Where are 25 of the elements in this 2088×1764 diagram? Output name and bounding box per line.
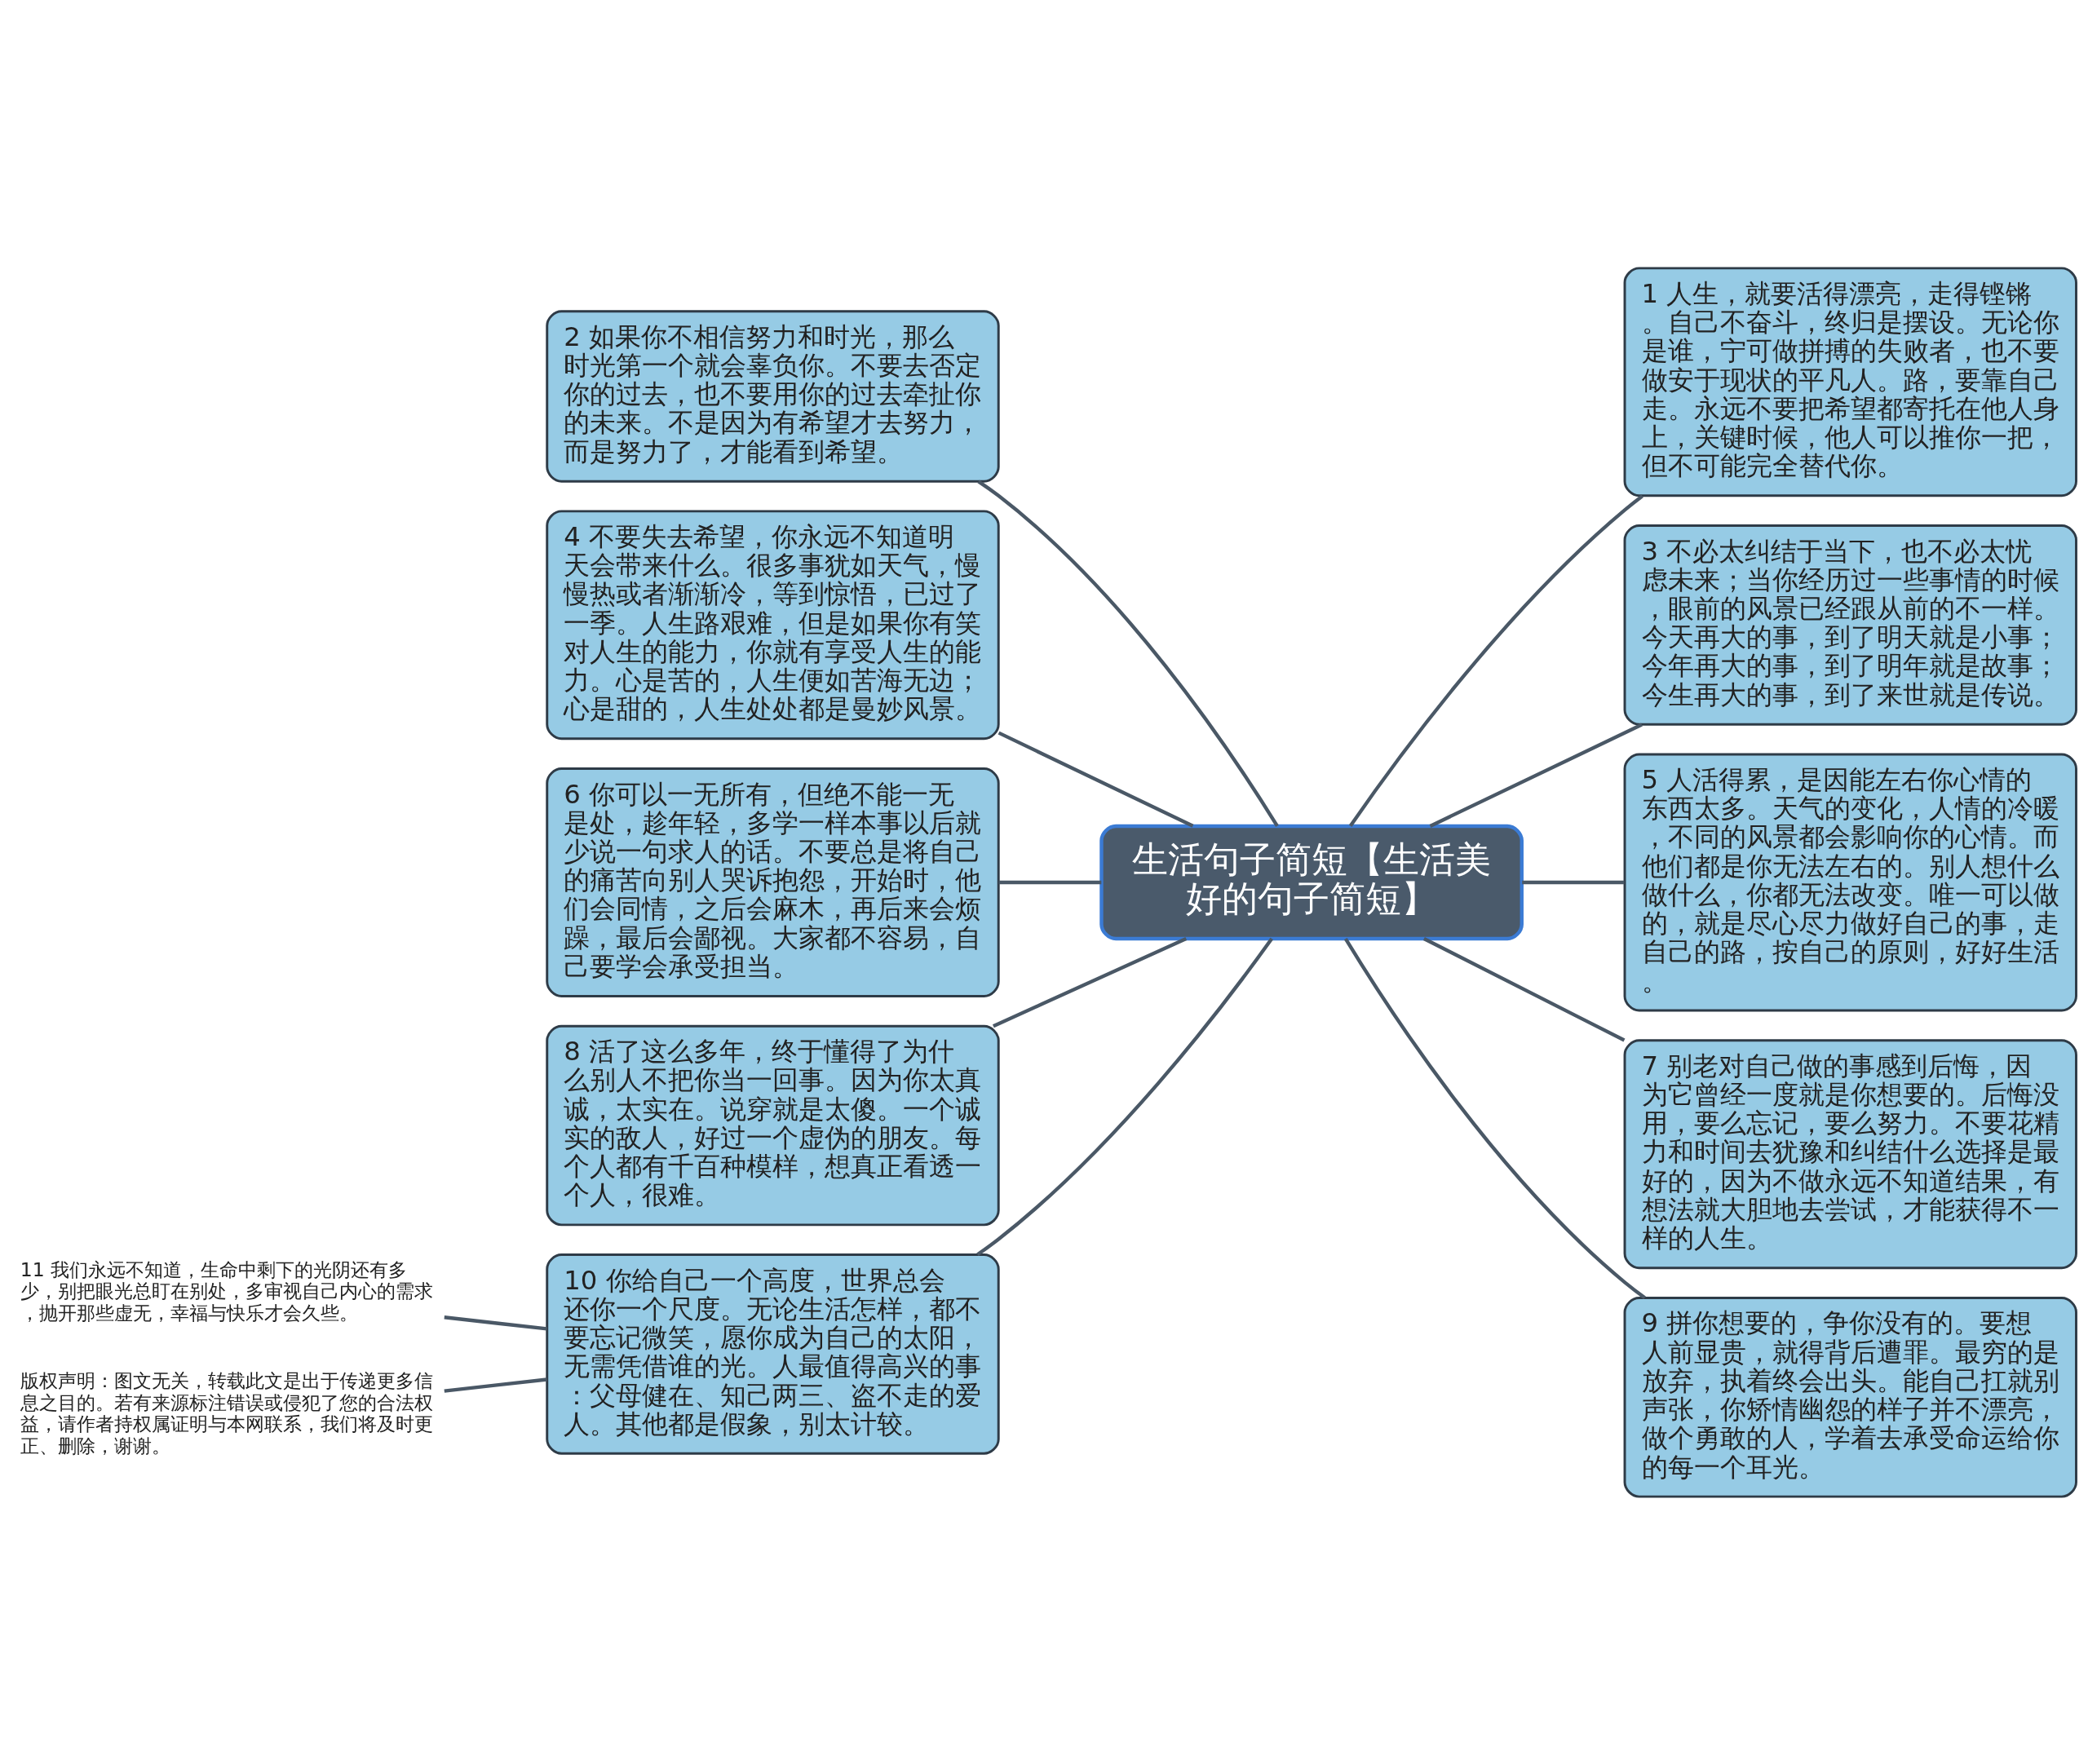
connector	[998, 880, 1102, 884]
node-box: 2 如果你不相信努力和时光，那么时光第一个就会辜负你。不要去否定你的过去，也不要用你的过去牵扯你的未来。不是因为有希望才去努力，而是努力了，才能看到希望。	[546, 309, 1000, 483]
connector	[444, 1315, 547, 1331]
node-box: 10 你给自己一个高度，世界总会还你一个尺度。无论生活怎样，都不要忘记微笑，愿你成为自己的太阳，无需凭借谁的光。人最值得高兴的事：父母健在、知己两三、盗不走的爱人。其他都是假象，别太计较。	[546, 1253, 1000, 1455]
connector	[998, 731, 1194, 828]
node-box: 1 人生，就要活得漂亮，走得铿锵。自己不奋斗，终归是摆设。无论你是谁，宁可做拼搏的失败者，也不要做安于现状的平凡人。路，要靠自己走。永远不要把希望都寄托在他人身上，关键时候，他人可以推你一把，但不可能完全替代你。	[1623, 266, 2077, 497]
node-text: 11 我们永远不知道，生命中剩下的光阴还有多少，别把眼光总盯在别处，多审视自己内心的需求，抛开那些虚无，幸福与快乐才会久些。	[20, 1258, 433, 1324]
connector	[1422, 936, 1626, 1041]
connector	[1522, 880, 1625, 884]
node-box: 7 别老对自己做的事感到后悔，因为它曾经一度就是你想要的。后悔没用，要么忘记，要么努力。不要花精力和时间去犹豫和纠结什么选择是最好的，因为不做永远不知道结果，有想法就大胆地去尝试，才能获得不一样的人生。	[1623, 1038, 2077, 1269]
connector	[992, 936, 1188, 1028]
connector	[976, 937, 1273, 1256]
connector	[444, 1377, 547, 1393]
connector	[1343, 937, 1646, 1299]
node-text: 版权声明：图文无关，转载此文是出于传递更多信息之目的。若有来源标注错误或侵犯了您的合法权益，请作者持权属证明与本网联系，我们将及时更正、删除，谢谢。	[20, 1368, 433, 1457]
node-box: 5 人活得累，是因能左右你心情的东西太多。天气的变化，人情的冷暖，不同的风景都会影响你的心情。而他们都是你无法左右的。别人想什么做什么，你都无法改变。唯一可以做的，就是尽心尽力做好自己的事，走自己的路，按自己的原则，好好生活。	[1623, 752, 2077, 1012]
node-box: 生活句子简短【生活美好的句子简短】	[1099, 824, 1524, 940]
connector	[1429, 722, 1643, 828]
node-box: 8 活了这么多年，终于懂得了为什么别人不把你当一回事。因为你太真诚，太实在。说穿就是太傻。一个诚实的敌人，好过一个虚伪的朋友。每个人都有千百种模样，想真正看透一个人，很难。	[546, 1024, 1000, 1226]
node-box: 4 不要失去希望，你永远不知道明天会带来什么。很多事犹如天气，慢慢热或者渐渐冷，等到惊悟，已过了一季。人生路艰难，但是如果你有笑对人生的能力，你就有享受人生的能力。心是苦的，人生便如苦海无边；心是甜的，人生处处都是曼妙风景。	[546, 509, 1000, 740]
node-box: 9 拼你想要的，争你没有的。要想人前显贵，就得背后遭罪。最穷的是放弃，执着终会出头。能自己扛就别声张，你矫情幽怨的样子并不漂亮，做个勇敢的人，学着去承受命运给你的每一个耳光。	[1623, 1296, 2077, 1498]
node-box: 6 你可以一无所有，但绝不能一无是处，趁年轻，多学一样本事以后就少说一句求人的话。不要总是将自己的痛苦向别人哭诉抱怨，开始时，他们会同情，之后会麻木，再后来会烦躁，最后会鄙视。大家都不容易，自己要学会承受担当。	[546, 767, 1000, 997]
node-box: 3 不必太纠结于当下，也不必太忧虑未来；当你经历过一些事情的时候，眼前的风景已经跟从前的不一样。今天再大的事，到了明天就是小事；今年再大的事，到了明年就是故事；今生再大的事，到了来世就是传说。	[1623, 524, 2077, 726]
connector	[977, 480, 1279, 827]
connector	[1348, 494, 1643, 827]
